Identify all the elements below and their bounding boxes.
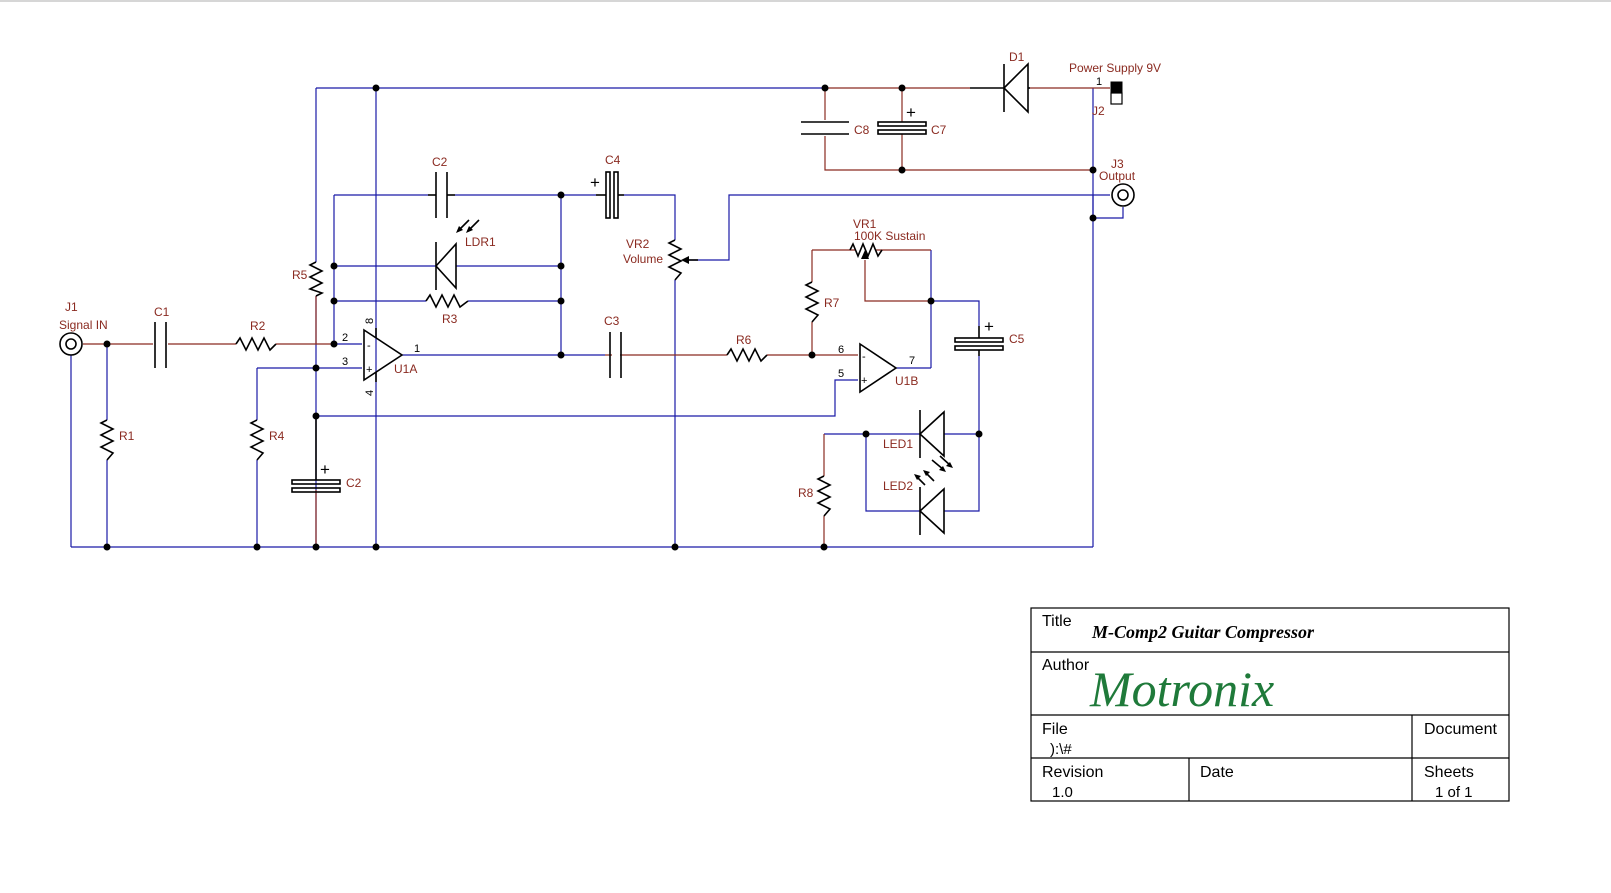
c5-ref: C5	[1009, 332, 1025, 346]
vr1-ref: VR1	[853, 217, 877, 231]
u1a-pin-4: 4	[364, 390, 376, 396]
connector-j1: J1 Signal IN	[59, 300, 108, 356]
capacitor-c8: C8	[801, 121, 870, 137]
j1-ref: J1	[65, 300, 78, 314]
u1a-pin-1: 1	[414, 343, 420, 355]
ldr1-ref: LDR1	[465, 235, 496, 249]
resistor-r7: R7	[804, 281, 840, 323]
potentiometer-vr1: VR1 100K Sustain	[849, 217, 925, 259]
u1b-pin-5: 5	[838, 368, 844, 380]
page-top-border	[0, 0, 1611, 2]
u1a-pin-3: 3	[342, 356, 348, 368]
c7-polarity: +	[906, 103, 916, 122]
vr2-ref: VR2	[626, 237, 650, 251]
capacitor-c3: C3	[604, 314, 622, 378]
capacitor-c2-top: C2	[428, 155, 455, 218]
title-label: Title	[1042, 613, 1072, 630]
potentiometer-vr2: VR2 Volume	[623, 237, 698, 281]
capacitor-c2-bottom: + C2	[291, 416, 362, 493]
wires	[70, 87, 1124, 548]
j2-ref: J2	[1092, 104, 1105, 118]
opamp-u1a: - + 2 3 1 8 4 U1A	[342, 318, 420, 396]
junction-dots	[103, 84, 1097, 551]
vr1-value: 100K Sustain	[854, 229, 925, 243]
r3-ref: R3	[442, 312, 458, 326]
date-label: Date	[1200, 764, 1234, 781]
author-value: Motronix	[1089, 661, 1274, 717]
c4-ref: C4	[605, 153, 621, 167]
u1b-ref: U1B	[895, 374, 918, 388]
led-led1: LED1	[883, 410, 953, 472]
file-label: File	[1042, 721, 1068, 738]
opamp-u1b: - + 6 5 7 U1B	[838, 342, 918, 394]
connector-j3: J3 Output	[1099, 157, 1136, 207]
r7-ref: R7	[824, 296, 840, 310]
capacitor-c7: + C7	[877, 103, 947, 137]
capacitor-c5: + C5	[954, 317, 1025, 356]
led2-ref: LED2	[883, 479, 913, 493]
revision-label: Revision	[1042, 764, 1103, 781]
diode-d1: D1	[970, 50, 1030, 114]
resistor-r6: R6	[726, 333, 768, 363]
u1a-ref: U1A	[394, 362, 417, 376]
r1-ref: R1	[119, 429, 135, 443]
u1b-pin-7: 7	[909, 355, 915, 367]
resistor-r4: R4	[249, 419, 285, 461]
c3-ref: C3	[604, 314, 620, 328]
resistor-r8: R8	[798, 475, 832, 517]
sheets-value: 1 of 1	[1435, 784, 1473, 801]
title-value: M-Comp2 Guitar Compressor	[1091, 622, 1315, 642]
r5-ref: R5	[292, 268, 308, 282]
u1a-pin-8: 8	[364, 318, 376, 324]
r6-ref: R6	[736, 333, 752, 347]
title-block: Title M-Comp2 Guitar Compressor Author M…	[1030, 607, 1510, 802]
resistor-r1: R1	[99, 419, 135, 461]
file-value: ):\#	[1050, 741, 1072, 758]
c7-ref: C7	[931, 123, 947, 137]
r2-ref: R2	[250, 319, 266, 333]
j3-ref: J3	[1111, 157, 1124, 171]
sheets-label: Sheets	[1424, 764, 1474, 781]
svg-text:+: +	[861, 375, 867, 387]
c1-ref: C1	[154, 305, 170, 319]
c2-bottom-polarity: +	[320, 460, 330, 479]
svg-text:-: -	[367, 340, 371, 352]
capacitor-c1: C1	[154, 305, 170, 368]
revision-value: 1.0	[1052, 784, 1073, 801]
resistor-r5: R5	[292, 261, 325, 297]
c4-polarity: +	[590, 173, 600, 192]
c2-top-ref: C2	[432, 155, 448, 169]
r8-ref: R8	[798, 486, 814, 500]
component-leads	[83, 87, 1110, 547]
author-label: Author	[1042, 657, 1090, 674]
document-label: Document	[1424, 721, 1497, 738]
connector-j2: 1 Power Supply 9V J2	[1069, 61, 1161, 118]
d1-ref: D1	[1009, 50, 1025, 64]
vr2-value: Volume	[623, 252, 663, 266]
resistor-r2: R2	[235, 319, 277, 352]
c5-polarity: +	[984, 317, 994, 336]
u1a-pin-2: 2	[342, 332, 348, 344]
led-led2: LED2	[883, 470, 945, 535]
ldr-ldr1: LDR1	[434, 219, 496, 291]
capacitor-c4: + C4	[590, 153, 624, 219]
svg-text:-: -	[862, 351, 866, 363]
r4-ref: R4	[269, 429, 285, 443]
led1-ref: LED1	[883, 437, 913, 451]
resistor-r3: R3	[425, 293, 469, 326]
j3-value: Output	[1099, 169, 1136, 183]
u1b-pin-6: 6	[838, 344, 844, 356]
j2-pin-1: 1	[1096, 76, 1102, 88]
svg-text:+: +	[366, 364, 372, 376]
c2-bottom-ref: C2	[346, 476, 362, 490]
j1-value: Signal IN	[59, 318, 108, 332]
c8-ref: C8	[854, 123, 870, 137]
j2-value: Power Supply 9V	[1069, 61, 1161, 75]
